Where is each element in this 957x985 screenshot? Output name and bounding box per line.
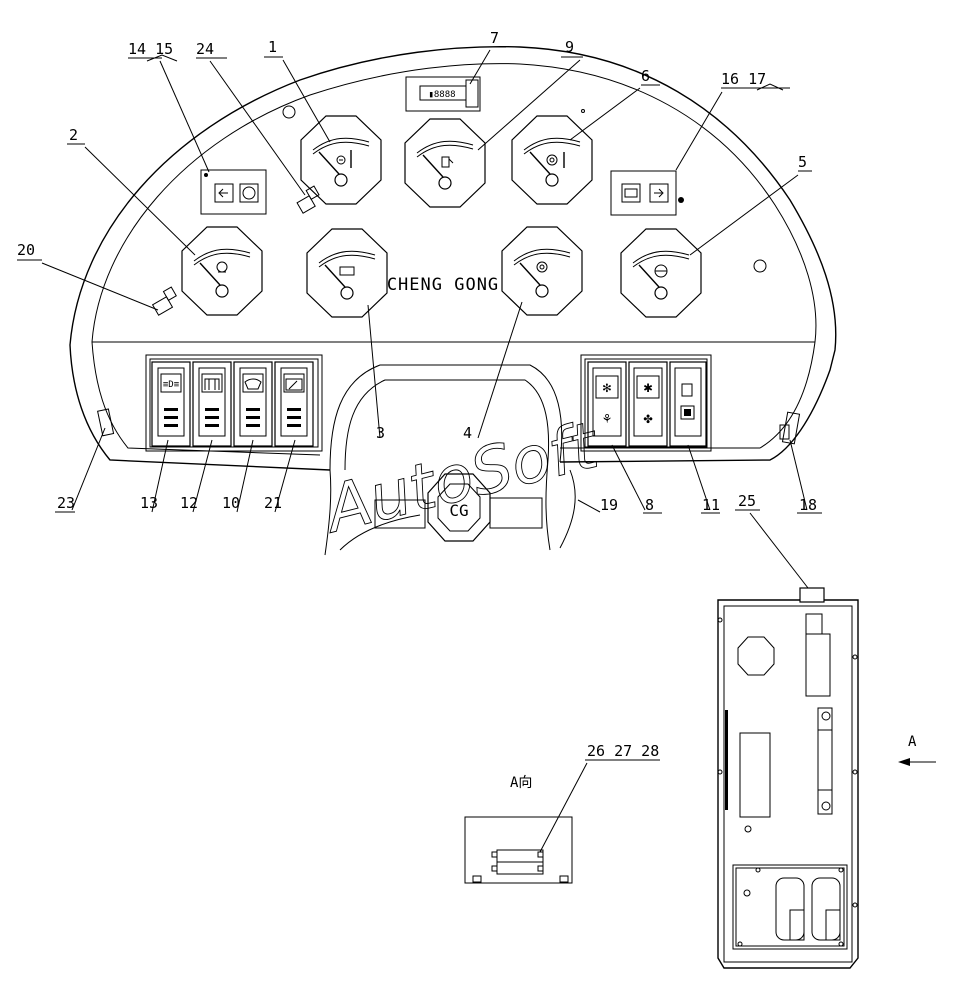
brake-pressure-icon: [654, 264, 668, 278]
front-wiper-icon: [244, 378, 262, 390]
work-light-icon: [204, 378, 220, 390]
engine-oil-pressure-icon: [216, 261, 228, 273]
rear-wiper-icon: [285, 378, 303, 391]
callout-25: 25: [738, 492, 756, 510]
svg-text:✤: ✤: [643, 409, 652, 427]
callout-16-17: 16 17: [721, 70, 766, 88]
callout-14-15: 14 15: [128, 40, 173, 58]
svg-text:⚘: ⚘: [603, 411, 611, 427]
seat-heater-icon: [681, 383, 693, 397]
callout-10: 10: [222, 494, 240, 512]
callout-2: 2: [69, 126, 78, 144]
fog-light-icon: ≡D≡: [163, 380, 180, 390]
svg-text:▮8888: ▮8888: [428, 90, 455, 100]
steering-column-area: CG: [324, 364, 576, 556]
callout-6: 6: [641, 67, 650, 85]
callout-20: 20: [17, 241, 35, 259]
dashboard-outline: [69, 45, 837, 471]
switch-8a: ✻ ⚘: [587, 361, 627, 447]
gauge-4: [501, 226, 583, 316]
callout-labels: 14 15 24 1 7 9 6 16 17 5 2 20 3 4 23 13 …: [17, 29, 817, 760]
callout-21: 21: [264, 494, 282, 512]
arrow-a-label: A: [908, 734, 917, 750]
switch-21: [274, 361, 314, 447]
back-panel: [717, 587, 859, 969]
view-arrow-a: A: [898, 734, 936, 766]
callout-9: 9: [565, 38, 574, 56]
arrow-left-icon: [898, 758, 910, 766]
battery-warning-icon: [624, 188, 638, 198]
indicator-box-right: [610, 170, 684, 216]
warning-buzzer-20: [151, 286, 177, 316]
parking-brake-icon: [242, 186, 256, 200]
mounting-hole: [581, 109, 585, 113]
switch-11: [669, 361, 707, 447]
gauge-6: [511, 115, 593, 205]
right-switch-panel: [580, 354, 712, 452]
callout-26-27-28: 26 27 28: [587, 742, 659, 760]
callout-18: 18: [799, 496, 817, 514]
hour-meter: ▮8888: [405, 76, 481, 112]
engine-temperature-icon: [336, 150, 352, 168]
gauge-3: [306, 228, 388, 318]
callout-3: 3: [376, 424, 385, 442]
ac-cooling-icon: ✱: [643, 378, 652, 396]
mounting-hole: [753, 259, 767, 273]
gauge-1: [300, 115, 382, 205]
transmission-pressure-icon: [536, 261, 548, 273]
left-switch-panel: [145, 354, 323, 452]
switch-10: [233, 361, 273, 447]
indicator-box-left: [200, 169, 267, 215]
fuel-icon: [441, 156, 454, 168]
right-turn-arrow-icon: [654, 188, 664, 198]
callout-24: 24: [196, 40, 214, 58]
snowflake-fan-icon: ✻: [603, 380, 612, 396]
callout-1: 1: [268, 38, 277, 56]
transmission-temperature-icon: [546, 152, 565, 168]
callout-5: 5: [798, 153, 807, 171]
callout-8: 8: [645, 496, 654, 514]
battery-voltage-icon: [339, 266, 355, 276]
callout-11: 11: [702, 496, 720, 514]
callout-19: 19: [600, 496, 618, 514]
switch-13: ≡D≡: [151, 361, 191, 447]
view-a-label: A向: [510, 775, 532, 791]
brand-label: CHENG GONG: [387, 275, 499, 295]
callout-12: 12: [180, 494, 198, 512]
gauge-2: [181, 226, 263, 316]
switch-8b: ✱ ✤: [628, 361, 668, 447]
gauge-5: [620, 228, 702, 318]
callout-23: 23: [57, 494, 75, 512]
side-bracket-18: [779, 411, 801, 445]
gauge-9: [404, 118, 486, 208]
side-bracket-23: [97, 408, 115, 437]
logo-text: CG: [449, 501, 468, 520]
view-a-detail: A向: [464, 775, 573, 884]
leader-lines: [17, 46, 822, 853]
callout-7: 7: [490, 29, 499, 47]
warning-buzzer-24: [296, 185, 320, 214]
callout-4: 4: [463, 424, 472, 442]
mounting-hole: [282, 105, 296, 119]
left-turn-arrow-icon: [218, 188, 228, 198]
callout-13: 13: [140, 494, 158, 512]
switch-12: [192, 361, 232, 447]
